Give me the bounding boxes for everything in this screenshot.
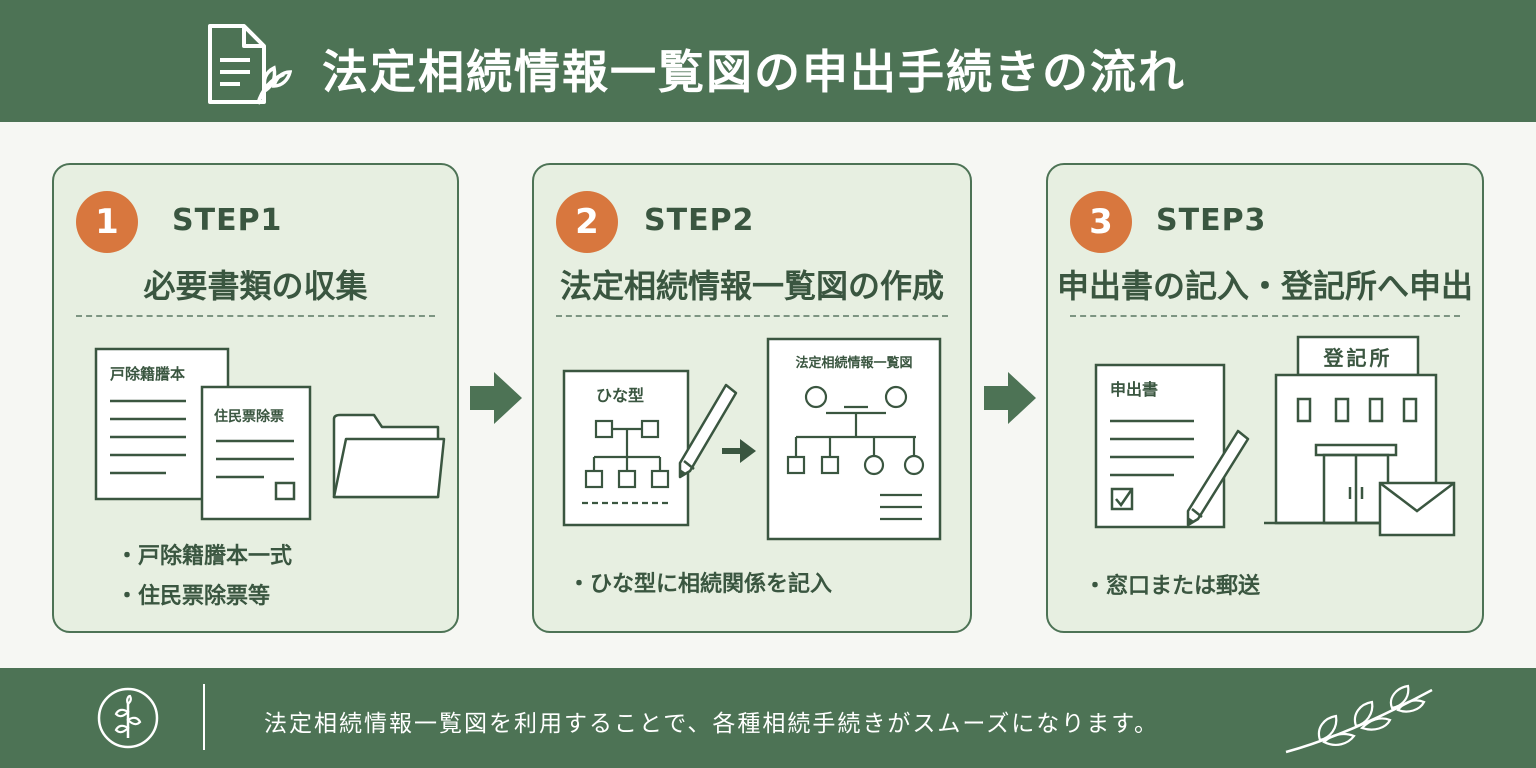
- pencil-icon: [1186, 429, 1250, 527]
- pencil-icon: [678, 383, 738, 479]
- small-arrow-icon: [722, 439, 756, 463]
- list-item: 住民票除票等: [116, 577, 292, 617]
- list-item: 窓口または郵送: [1084, 567, 1260, 607]
- arrow-right-icon: [470, 372, 522, 424]
- dashed-divider: [1070, 315, 1460, 317]
- footer-banner: 法定相続情報一覧図を利用することで、各種相続手続きがスムーズになります。: [0, 668, 1536, 768]
- doc-label-chart: 法定相続情報一覧図: [795, 355, 912, 371]
- step-bullets: 窓口または郵送: [1084, 567, 1260, 607]
- document-collection-illustration: 戸除籍謄本 住民票除票: [94, 347, 446, 521]
- step-number-badge: 1: [76, 191, 138, 253]
- doc-label-koseki: 戸除籍謄本: [110, 365, 185, 383]
- doc-label-template: ひな型: [596, 386, 644, 405]
- doc-label-juminhyo: 住民票除票: [214, 408, 284, 425]
- step-bullets: 戸除籍謄本一式 住民票除票等: [116, 537, 292, 617]
- step-bullets: ひな型に相続関係を記入: [568, 565, 832, 605]
- step-label: STEP2: [644, 203, 755, 238]
- step-label: STEP1: [172, 203, 283, 238]
- folder-icon: [332, 413, 446, 499]
- leaf-branch-icon: [1285, 684, 1433, 754]
- doc-label-application: 申出書: [1110, 380, 1158, 399]
- checkbox-icon: [1110, 487, 1134, 511]
- envelope-icon: [1378, 481, 1456, 537]
- sprout-circle-icon: [97, 687, 159, 749]
- list-item: ひな型に相続関係を記入: [568, 565, 832, 605]
- footer-separator: [203, 684, 205, 750]
- step-card-1: 1 STEP1 必要書類の収集 戸除籍謄本 住民票除票 戸除籍謄本一式 住民票除…: [52, 163, 459, 633]
- step-number-badge: 3: [1070, 191, 1132, 253]
- template-document-icon: ひな型: [562, 369, 690, 527]
- header-banner: 法定相続情報一覧図の申出手続きの流れ: [0, 0, 1536, 122]
- step-label: STEP3: [1156, 203, 1267, 238]
- list-item: 戸除籍謄本一式: [116, 537, 292, 577]
- footer-message: 法定相続情報一覧図を利用することで、各種相続手続きがスムーズになります。: [264, 711, 1159, 737]
- chart-creation-illustration: ひな型 法定相続情報一覧図: [562, 337, 942, 541]
- step-title: 法定相続情報一覧図の作成: [559, 267, 944, 305]
- inheritance-chart-document-icon: 法定相続情報一覧図: [766, 337, 942, 541]
- step-number-badge: 2: [556, 191, 618, 253]
- step-card-3: 3 STEP3 申出書の記入・登記所へ申出 申出書 登記所: [1046, 163, 1484, 633]
- application-submission-illustration: 申出書 登記所: [1094, 335, 1456, 537]
- step-title: 必要書類の収集: [143, 267, 368, 305]
- resident-record-document-icon: 住民票除票: [200, 385, 312, 521]
- dashed-divider: [76, 315, 435, 317]
- arrow-right-icon: [984, 372, 1036, 424]
- building-sign-label: 登記所: [1323, 346, 1393, 370]
- step-title: 申出書の記入・登記所へ申出: [1056, 267, 1473, 305]
- page-title: 法定相続情報一覧図の申出手続きの流れ: [322, 45, 1186, 99]
- document-leaf-icon: [208, 24, 292, 105]
- step-card-2: 2 STEP2 法定相続情報一覧図の作成 ひな型 法定相: [532, 163, 972, 633]
- dashed-divider: [556, 315, 948, 317]
